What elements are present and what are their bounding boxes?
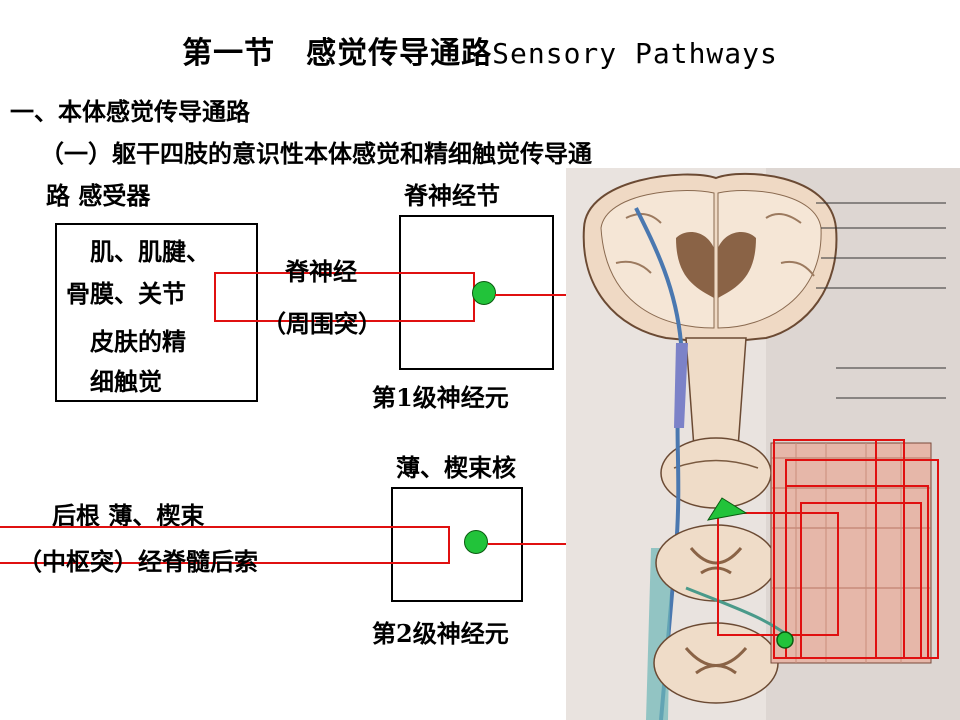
neuron2-label: 第2级神经元 [372, 619, 509, 648]
title-chinese: 第一节 感觉传导通路 [182, 36, 493, 71]
subsection-heading: （一）躯干四肢的意识性本体感觉和精细触觉传导通 [40, 139, 592, 168]
sensory-pathway-illustration [566, 168, 960, 720]
neuron1-label: 第1级神经元 [372, 383, 509, 412]
receptor-label-2: 骨膜、关节 [66, 279, 186, 308]
neuron1-box [399, 215, 554, 370]
nuclei-label: 薄、楔束核 [396, 453, 516, 482]
central-process-highlight [0, 526, 450, 564]
spinal-nerve-label: 脊神经 [285, 257, 357, 286]
section-heading: 一、本体感觉传导通路 [10, 97, 250, 126]
subsection-heading-continued: 路 感受器 [46, 181, 151, 210]
peripheral-process-label: （周围突） [262, 309, 382, 338]
title-english: Sensory Pathways [492, 37, 778, 70]
neuron1-cell-body [472, 281, 496, 305]
receptor-box [55, 223, 258, 402]
receptor-label-4: 细触觉 [90, 367, 162, 396]
neuron2-cell-body [464, 530, 488, 554]
central-process-label: （中枢突）经脊髓后索 [18, 547, 258, 576]
receptor-label-3: 皮肤的精 [90, 327, 186, 356]
neuron2-connector-line [488, 543, 567, 545]
neuron1-connector-line [495, 294, 567, 296]
page-title: 第一节 感觉传导通路Sensory Pathways [0, 28, 960, 72]
dorsal-root-label: 后根 薄、楔束 [52, 501, 205, 530]
receptor-label-1: 肌、肌腱、 [90, 237, 210, 266]
spinal-ganglion-label: 脊神经节 [404, 181, 500, 210]
